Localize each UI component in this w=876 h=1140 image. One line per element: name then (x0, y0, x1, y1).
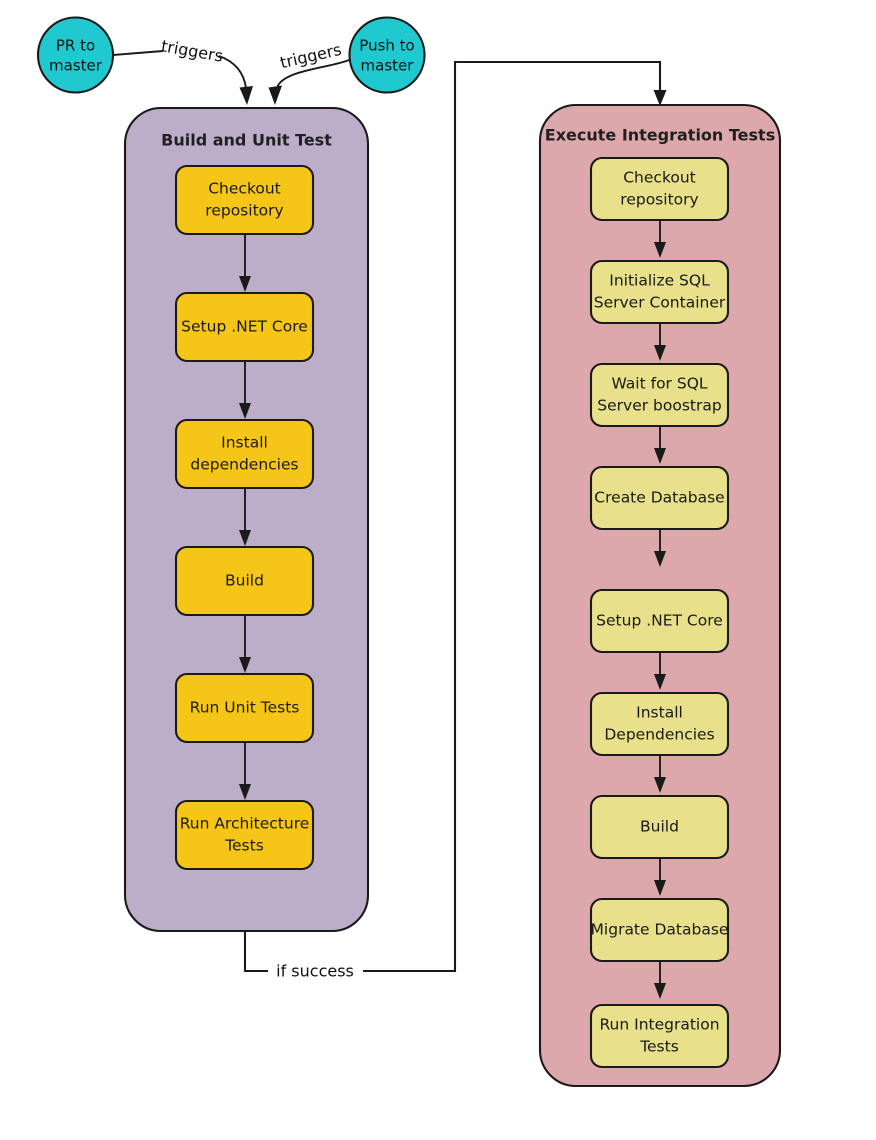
edge-pr-to-master-triggers: triggers (112, 36, 253, 105)
edge-pr-label: triggers (160, 36, 225, 66)
step-install-dependencies-2-box[interactable] (589, 691, 730, 757)
int-arrow-head-5 (654, 674, 666, 690)
step-run-integration-tests-line2: Tests (639, 1038, 679, 1056)
trigger-push-to-master-line1: Push to (359, 37, 414, 55)
step-build-2-box[interactable] (589, 794, 730, 860)
edge-pr-arrowhead (239, 86, 253, 105)
arrow-head-3 (239, 530, 251, 546)
step-build-line1: Build (225, 572, 264, 590)
step-run-architecture-tests-line1: Run Architecture (180, 815, 310, 833)
trigger-pr-to-master-line1: PR to (56, 37, 95, 55)
step-run-architecture-tests-box[interactable] (174, 799, 315, 871)
step-initialize-sql-server-container-line1: Initialize SQL (609, 272, 710, 290)
step-checkout-repository-2-line1: Checkout (623, 169, 696, 187)
step-initialize-sql-server-container-line2: Server Container (594, 294, 726, 312)
step-build-2-line1: Build (640, 818, 679, 836)
step-checkout-repository-box[interactable] (174, 164, 315, 236)
edge-pr-curve (218, 55, 247, 89)
step-checkout-repository-2[interactable]: Checkout repository (589, 156, 730, 222)
step-run-unit-tests-box[interactable] (174, 672, 315, 744)
int-arrow-head-7 (654, 880, 666, 896)
step-run-integration-tests-line1: Run Integration (599, 1016, 719, 1034)
edge-push-label: triggers (278, 40, 343, 73)
step-setup-dotnet-core[interactable]: Setup .NET Core (174, 291, 315, 363)
step-checkout-repository[interactable]: Checkout repository (174, 164, 315, 236)
arrow-head-4 (239, 657, 251, 673)
int-arrow-head-2 (654, 345, 666, 361)
step-checkout-repository-2-line2: repository (620, 191, 698, 209)
step-setup-dotnet-core-2[interactable]: Setup .NET Core (589, 588, 730, 654)
arrow-head-5 (239, 784, 251, 800)
if-success-arrowhead (653, 90, 667, 106)
step-install-dependencies-2-line2: Dependencies (604, 726, 714, 744)
int-arrow-head-8 (654, 983, 666, 999)
build-pipeline-steps: Checkout repository Setup .NET Core Inst… (174, 164, 315, 871)
cluster-execute-integration-tests-title: Execute Integration Tests (545, 126, 775, 145)
step-setup-dotnet-core-box[interactable] (174, 291, 315, 363)
if-success-segment-left (243, 931, 268, 973)
cluster-build-and-unit-test-title: Build and Unit Test (161, 131, 332, 150)
edge-pr-stem (112, 50, 164, 56)
step-wait-for-sql-server-boostrap-box[interactable] (589, 362, 730, 428)
build-pipeline-arrows (239, 234, 251, 800)
step-setup-dotnet-core-2-line1: Setup .NET Core (596, 612, 723, 630)
step-create-database[interactable]: Create Database (589, 465, 730, 531)
step-install-dependencies-line2: dependencies (190, 456, 298, 474)
step-build[interactable]: Build (174, 545, 315, 617)
step-setup-dotnet-core-2-box[interactable] (589, 588, 730, 654)
edge-push-to-master-triggers: triggers (268, 40, 350, 105)
edge-push-arrowhead (268, 85, 282, 105)
step-run-architecture-tests[interactable]: Run Architecture Tests (174, 799, 315, 871)
edge-push-curve (276, 59, 350, 89)
trigger-pr-to-master-line2: master (49, 57, 103, 75)
step-install-dependencies-line1: Install (221, 434, 268, 452)
step-install-dependencies-box[interactable] (174, 418, 315, 490)
step-build-box[interactable] (174, 545, 315, 617)
step-run-integration-tests-box[interactable] (589, 1003, 730, 1069)
trigger-push-to-master-circle[interactable] (348, 16, 426, 94)
step-initialize-sql-server-container-box[interactable] (589, 259, 730, 325)
connector-if-success: if success (243, 60, 667, 981)
step-create-database-box[interactable] (589, 465, 730, 531)
step-checkout-repository-2-box[interactable] (589, 156, 730, 222)
step-checkout-repository-line2: repository (205, 202, 283, 220)
step-create-database-line1: Create Database (594, 489, 724, 507)
trigger-pr-to-master-circle[interactable] (36, 16, 115, 94)
step-install-dependencies-2-line1: Install (636, 704, 683, 722)
step-build-2[interactable]: Build (589, 794, 730, 860)
trigger-pr-to-master[interactable]: PR to master (36, 16, 115, 94)
if-success-label: if success (276, 962, 354, 981)
step-checkout-repository-line1: Checkout (208, 180, 281, 198)
arrow-head-1 (239, 276, 251, 292)
step-migrate-database[interactable]: Migrate Database (589, 897, 730, 963)
step-install-dependencies-2[interactable]: Install Dependencies (589, 691, 730, 757)
trigger-push-to-master-line2: master (361, 57, 415, 75)
integration-pipeline-arrows (654, 220, 666, 999)
int-arrow-head-3 (654, 448, 666, 464)
step-wait-for-sql-server-boostrap[interactable]: Wait for SQL Server boostrap (589, 362, 730, 428)
int-arrow-head-6 (654, 777, 666, 793)
int-arrow-head-1 (654, 242, 666, 258)
step-run-integration-tests[interactable]: Run Integration Tests (589, 1003, 730, 1069)
step-run-architecture-tests-line2: Tests (224, 837, 264, 855)
step-initialize-sql-server-container[interactable]: Initialize SQL Server Container (589, 259, 730, 325)
step-wait-for-sql-server-boostrap-line2: Server boostrap (597, 397, 721, 415)
integration-pipeline-steps: Checkout repository Initialize SQL Serve… (589, 156, 730, 1069)
step-migrate-database-box[interactable] (589, 897, 730, 963)
if-success-segment-right (363, 60, 662, 973)
step-setup-dotnet-core-line1: Setup .NET Core (181, 318, 308, 336)
step-run-unit-tests-line1: Run Unit Tests (190, 699, 300, 717)
step-migrate-database-line1: Migrate Database (591, 921, 729, 939)
step-install-dependencies[interactable]: Install dependencies (174, 418, 315, 490)
arrow-head-2 (239, 403, 251, 419)
int-arrow-head-4 (654, 551, 666, 567)
trigger-push-to-master[interactable]: Push to master (348, 16, 426, 94)
step-run-unit-tests[interactable]: Run Unit Tests (174, 672, 315, 744)
step-wait-for-sql-server-boostrap-line1: Wait for SQL (611, 375, 707, 393)
